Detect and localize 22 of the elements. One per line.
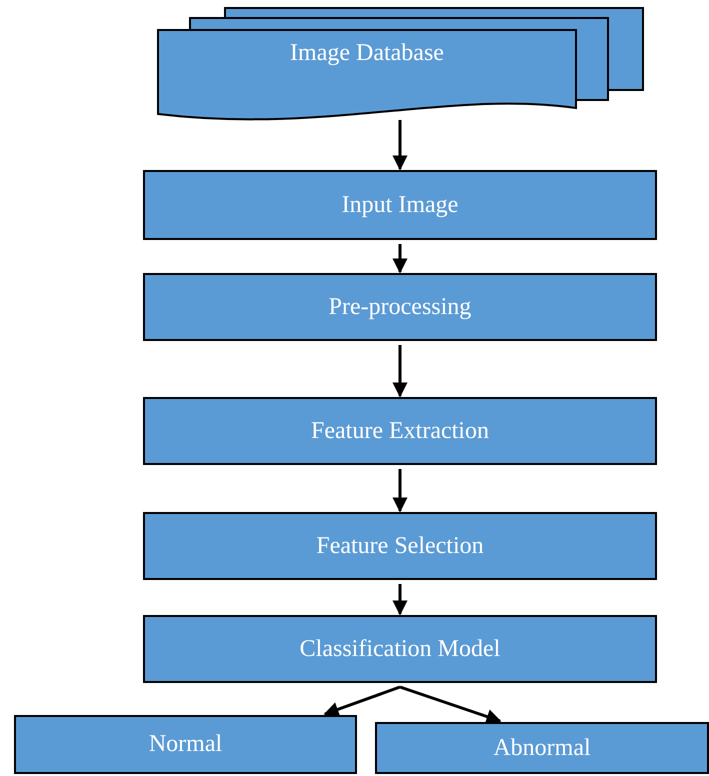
process-box [143, 397, 657, 465]
node-label: Input Image [342, 192, 458, 218]
arrow [392, 584, 408, 616]
process-box [143, 512, 657, 580]
node-label: Normal [148, 731, 222, 758]
arrow [392, 244, 408, 274]
arrow [392, 469, 408, 512]
arrow [392, 120, 408, 170]
node-label: Classification Model [300, 636, 500, 662]
output-box [14, 715, 357, 774]
process-box [143, 273, 657, 341]
node-label: Feature Selection [316, 532, 484, 560]
process-box [143, 615, 657, 683]
node-label: Pre-processing [328, 294, 472, 320]
node-label: Feature Extraction [311, 418, 489, 444]
arrow [392, 345, 408, 398]
node-label: Abnormal [493, 734, 591, 762]
node-label: Image Database [289, 40, 445, 67]
arrow [400, 686, 502, 724]
output-box [375, 722, 709, 774]
arrow [324, 686, 400, 716]
process-box [143, 170, 657, 240]
